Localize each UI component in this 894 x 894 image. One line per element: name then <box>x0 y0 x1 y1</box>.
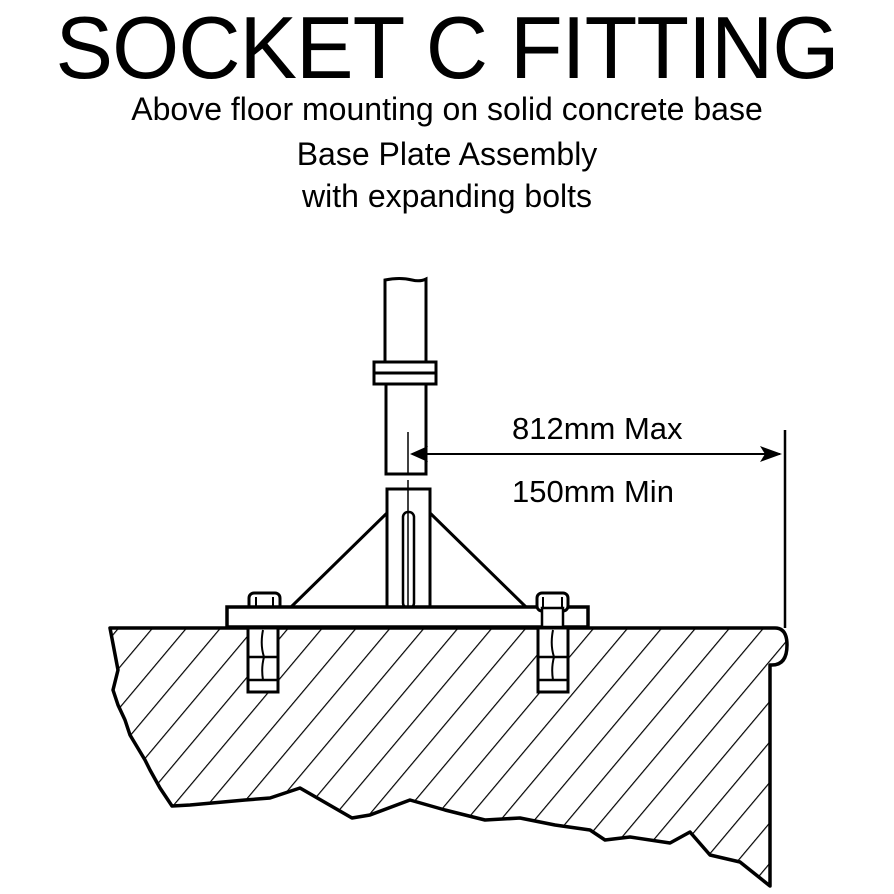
subtitle-assembly: Base Plate Assembly <box>296 136 598 172</box>
subtitle-bolts: with expanding bolts <box>302 178 592 214</box>
drawing-title: SOCKET C FITTING <box>55 0 840 97</box>
dimension-min-label: 150mm Min <box>512 474 674 509</box>
dimension-max-label: 812mm Max <box>512 411 683 446</box>
collar-ring <box>372 360 438 386</box>
expanding-bolt-left <box>246 591 282 694</box>
concrete-base <box>108 626 789 888</box>
base-plate <box>225 605 590 629</box>
socket-sleeve <box>385 480 432 610</box>
support-gussets <box>288 511 529 610</box>
post-tube <box>383 276 428 476</box>
dimension-line <box>410 430 787 628</box>
expanding-bolt-right <box>536 626 570 694</box>
arrowhead-right-icon <box>760 446 782 462</box>
arrowhead-left-icon <box>410 446 428 462</box>
bolt-head-right <box>535 591 570 629</box>
subtitle-mounting: Above floor mounting on solid concrete b… <box>131 91 763 127</box>
